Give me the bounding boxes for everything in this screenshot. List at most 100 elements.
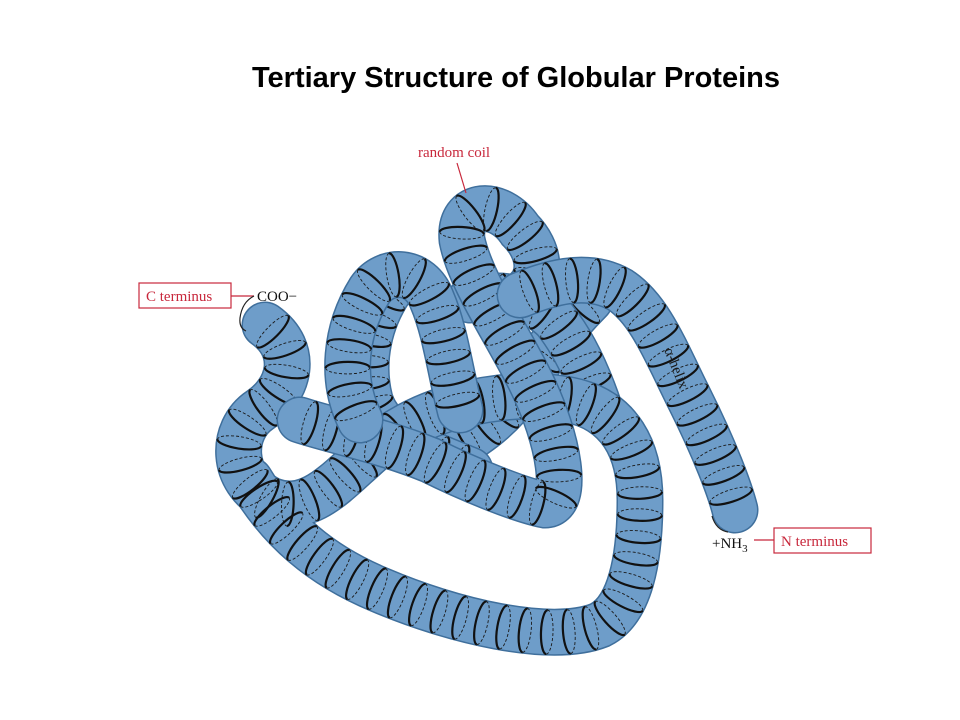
helix-ring xyxy=(227,408,267,437)
helix-ring xyxy=(613,551,659,567)
helix-ring-front xyxy=(327,381,373,395)
coo-label: COO− xyxy=(257,289,297,305)
helix-ring xyxy=(647,343,690,368)
helix-ring xyxy=(602,416,641,446)
helix-ring xyxy=(517,607,533,654)
helix-ring-front xyxy=(387,425,405,470)
helix-ring-front xyxy=(701,466,746,486)
helix-ring-front xyxy=(608,573,654,590)
helix-ring xyxy=(385,252,401,298)
helix-ring xyxy=(483,186,500,232)
helix-ring xyxy=(304,537,334,576)
helix-ring-front xyxy=(581,605,597,651)
helix-ring xyxy=(386,575,408,619)
helix-ring xyxy=(407,582,428,627)
n-terminus-curl xyxy=(711,515,729,533)
helix-ring-front xyxy=(253,496,291,527)
helix-ring-front xyxy=(514,379,557,402)
helix-ring-front xyxy=(302,400,320,446)
helix-ring xyxy=(232,468,269,500)
helix-ring xyxy=(239,479,279,508)
helix-ring xyxy=(253,496,291,527)
helix-ring-front xyxy=(602,417,641,446)
helix-ring-front xyxy=(324,360,371,369)
helix-ring xyxy=(326,338,373,354)
helix-ring-front xyxy=(357,268,392,302)
helix-ring xyxy=(522,401,566,422)
helix-ring xyxy=(263,363,310,380)
helix-ring-front xyxy=(616,513,663,522)
helix-ring xyxy=(506,220,544,252)
helix-ring xyxy=(300,400,320,446)
helix-ring xyxy=(602,588,644,614)
helix-ring-front xyxy=(560,352,603,375)
helix-ring-front xyxy=(627,303,666,332)
tube-segment-6 xyxy=(498,258,757,532)
helix-ring-front xyxy=(494,339,536,364)
helix-ring xyxy=(248,389,278,427)
helix-ring xyxy=(685,423,728,447)
helix-ring xyxy=(401,258,427,299)
helix-ring-front xyxy=(263,367,310,380)
helix-ring xyxy=(484,320,525,346)
helix-ring-front xyxy=(531,480,547,526)
helix-ring xyxy=(345,558,370,601)
helix-ring xyxy=(332,314,377,334)
helix-ring xyxy=(298,478,321,522)
helix-ring-front xyxy=(647,345,690,368)
helix-ring xyxy=(505,359,547,384)
helix-ring xyxy=(430,370,476,387)
helix-ring-front xyxy=(614,466,661,480)
helix-ring xyxy=(452,263,496,286)
helix-ring-front xyxy=(694,445,737,466)
helix-ring-front xyxy=(248,389,278,427)
helix-ring-front xyxy=(445,450,467,494)
leader-lines xyxy=(230,162,774,541)
helix-ring xyxy=(528,423,574,442)
helix-ring-front xyxy=(332,314,377,332)
helix-ring-front xyxy=(495,604,508,651)
random-coil-leader xyxy=(456,162,467,194)
random-coil-label: random coil xyxy=(418,145,490,161)
helix-ring-front xyxy=(232,469,269,500)
helix-ring-front xyxy=(508,474,527,519)
helix-ring xyxy=(485,467,507,511)
helix-ring-front xyxy=(513,248,558,265)
helix-ring xyxy=(627,303,666,332)
helix-ring-front xyxy=(466,459,487,503)
nh3-base: +NH xyxy=(712,536,742,552)
helix-ring-front xyxy=(591,396,621,435)
helix-ring-front xyxy=(604,266,627,309)
helix-ring xyxy=(561,608,576,655)
c-terminus-box xyxy=(138,282,232,309)
helix-ring xyxy=(286,525,319,561)
helix-ring xyxy=(455,194,486,232)
helix-ring-front xyxy=(300,478,321,522)
helix-ring-front xyxy=(314,469,344,508)
helix-ring xyxy=(666,383,709,408)
helix-ring xyxy=(694,444,737,466)
helix-ring-front xyxy=(590,258,602,304)
helix-ring-front xyxy=(217,458,263,474)
helix-ring-front xyxy=(425,441,448,484)
helix-ring-front xyxy=(456,194,486,232)
helix-ring-front xyxy=(324,548,351,589)
helix-ring-front xyxy=(484,320,525,345)
helix-ring xyxy=(464,459,487,503)
helix-ring-front xyxy=(388,252,401,298)
helix-ring xyxy=(269,511,304,545)
helix-ring xyxy=(329,457,362,493)
helix-ring xyxy=(435,391,481,409)
helix-ring xyxy=(560,351,603,375)
helix-ring xyxy=(616,486,663,500)
helix-ring xyxy=(494,201,527,238)
helix-ring xyxy=(708,486,753,506)
helix-ring-front xyxy=(386,575,407,619)
helix-ring xyxy=(603,266,627,309)
helix-ring xyxy=(444,450,467,494)
helix-ring xyxy=(615,530,662,545)
helix-ring-front xyxy=(685,425,728,447)
helix-ring-front xyxy=(550,331,592,357)
helix-ring xyxy=(608,571,654,590)
